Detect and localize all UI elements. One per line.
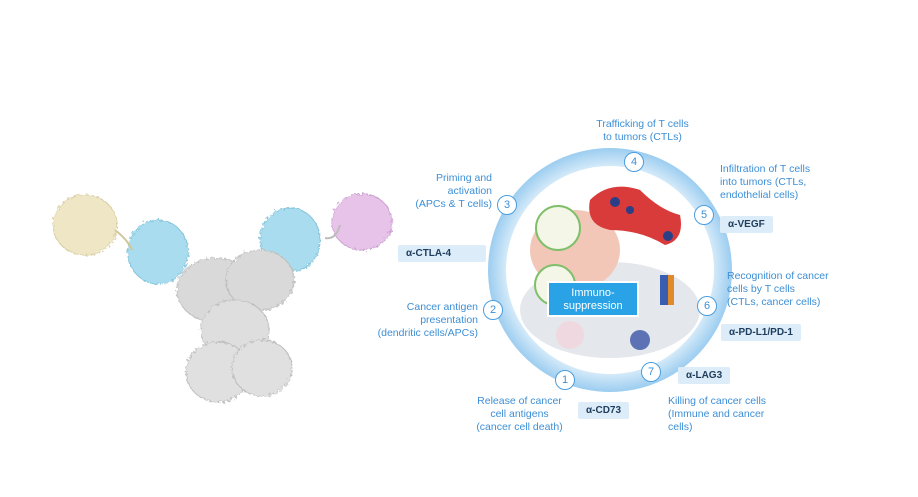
immunosuppression-label: Immuno- suppression bbox=[547, 281, 639, 317]
target-vegf-tag: α-VEGF bbox=[720, 216, 773, 233]
step-3-number: 3 bbox=[497, 195, 517, 215]
step-2-label: Cancer antigen presentation (dendritic c… bbox=[350, 301, 478, 340]
antibody-domains bbox=[53, 194, 392, 402]
step-5-number: 5 bbox=[694, 205, 714, 225]
step-4-label: Trafficking of T cells to tumors (CTLs) bbox=[580, 118, 705, 144]
step-5-label: Infiltration of T cells into tumors (CTL… bbox=[720, 163, 840, 202]
target-cd73-tag: α-CD73 bbox=[578, 402, 629, 419]
step-2-number: 2 bbox=[483, 300, 503, 320]
step-7-label: Killing of cancer cells (Immune and canc… bbox=[668, 395, 798, 434]
target-lag3-tag: α-LAG3 bbox=[678, 367, 730, 384]
step-6-label: Recognition of cancer cells by T cells (… bbox=[727, 270, 857, 309]
step-7-number: 7 bbox=[641, 362, 661, 382]
step-3-label: Priming and activation (APCs & T cells) bbox=[392, 172, 492, 211]
target-ctla4-tag: α-CTLA-4 bbox=[398, 245, 486, 262]
step-1-number: 1 bbox=[555, 370, 575, 390]
step-6-number: 6 bbox=[697, 296, 717, 316]
step-4-number: 4 bbox=[624, 152, 644, 172]
step-1-label: Release of cancer cell antigens (cancer … bbox=[462, 395, 577, 434]
antibody-structure-illustration bbox=[40, 180, 410, 420]
cycle-ring bbox=[480, 140, 740, 400]
target-pdl1-tag: α-PD-L1/PD-1 bbox=[721, 324, 801, 341]
